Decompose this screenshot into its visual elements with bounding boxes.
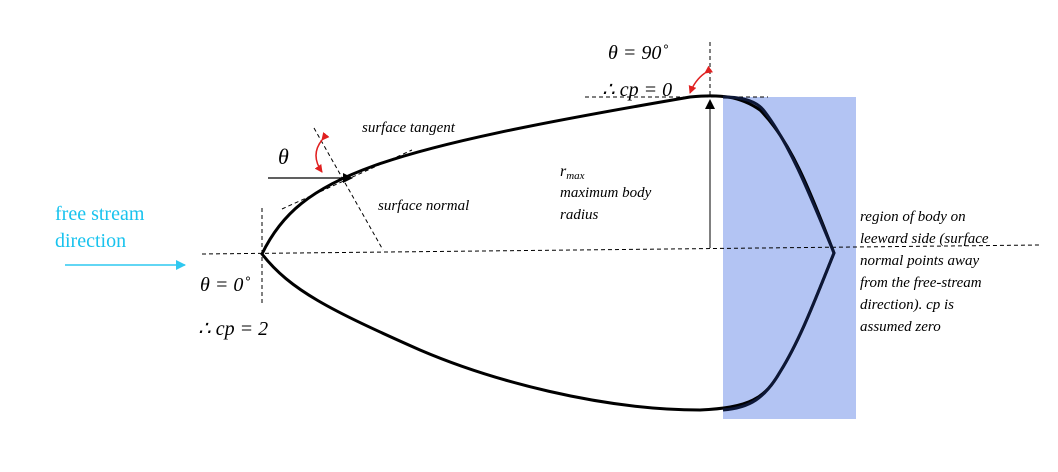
max-radius-label-line1: maximum body: [560, 185, 652, 201]
region-label-line5: direction). cp is: [860, 297, 954, 313]
theta-ninety-label: θ = 90˚: [608, 42, 668, 64]
theta-zero-label: θ = 0˚: [200, 274, 250, 296]
leeward-outline: [722, 95, 836, 412]
theta-ninety-angle-arrow: [688, 65, 714, 94]
leeward-region: [723, 97, 856, 419]
cp-zero-label: ∴ cp = 0: [602, 79, 672, 101]
free-stream-label-line2: direction: [55, 230, 126, 252]
r-max-symbol: r: [560, 163, 567, 180]
free-stream-label-line1: free stream: [55, 203, 145, 225]
r-max-subscript: max: [566, 170, 584, 182]
theta-symbol: θ: [278, 144, 289, 169]
theta-angle-arrow: [314, 132, 330, 173]
region-label-line4: from the free-stream: [860, 275, 982, 291]
region-label-line1: region of body on: [860, 209, 966, 225]
region-label-line2: leeward side (surface: [860, 231, 989, 247]
region-label-line3: normal points away: [860, 253, 980, 269]
cp-two-label: ∴ cp = 2: [198, 318, 268, 340]
max-radius-label-line2: radius: [560, 207, 599, 223]
surface-normal-label: surface normal: [378, 198, 469, 214]
surface-tangent-label: surface tangent: [362, 120, 456, 136]
r-max-label: rmax: [560, 163, 585, 182]
region-label-line6: assumed zero: [860, 319, 941, 335]
